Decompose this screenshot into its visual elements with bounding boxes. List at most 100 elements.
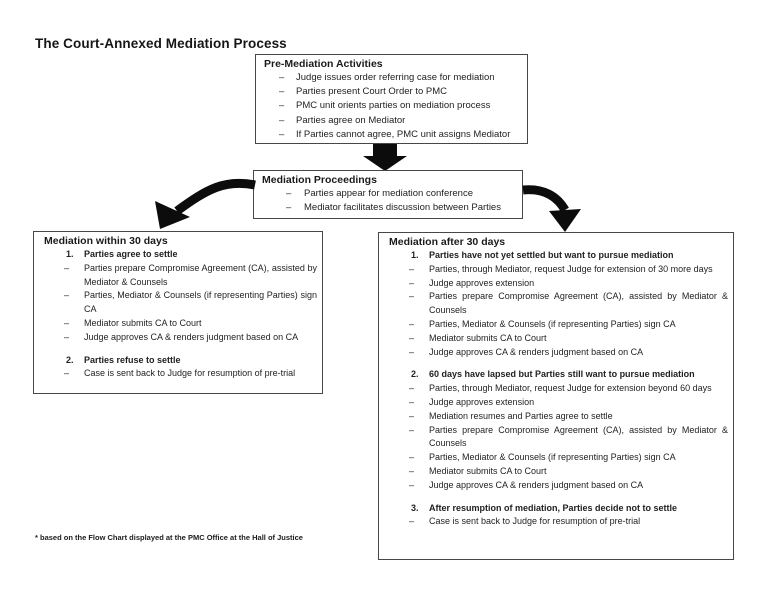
section-title: 1. Parties have not yet settled but want… [379,249,733,263]
down-arrow-icon [363,144,407,171]
dash-marker: – [64,290,70,301]
section-title-text: Parties have not yet settled but want to… [429,250,674,260]
bullet-text: Case is sent back to Judge for resumptio… [429,516,641,527]
section-title-text: Parties refuse to settle [84,354,181,365]
dash-marker: – [64,331,70,342]
bullet-text: Mediation resumes and Parties agree to s… [429,410,613,421]
bullet-item: – Parties, Mediator & Counsels (if repre… [379,451,733,465]
bullet-item: – Judge approves CA & renders judgment b… [34,331,322,345]
curved-arrow-left-icon [155,178,256,229]
dash-marker: – [279,72,285,83]
section-number: 1. [66,249,74,259]
bullet-item: – Parties agree on Mediator [256,114,527,128]
dash-marker: – [286,188,292,199]
bullet-item: – Mediator submits CA to Court [379,332,733,346]
dash-marker: – [409,465,415,476]
bullet-text: PMC unit orients parties on mediation pr… [296,100,491,112]
bullet-item: – Parties appear for mediation conferenc… [254,187,522,201]
bullet-item: – Parties present Court Order to PMC [256,85,527,99]
bullet-item: – PMC unit orients parties on mediation … [256,99,527,113]
dash-marker: – [409,332,415,343]
bullet-item: – Parties, through Mediator, request Jud… [379,263,733,277]
bullet-text: Parties present Court Order to PMC [296,86,447,98]
dash-marker: – [64,368,70,379]
section-title: 1. Parties agree to settle [34,248,322,262]
section-title: 2. 60 days have lapsed but Parties still… [379,368,733,382]
flow-box-pre-mediation: Pre-Mediation Activities – Judge issues … [255,54,528,144]
section-2: 2. Parties refuse to settle – Case is se… [34,354,322,382]
dash-marker: – [64,317,70,328]
bullet-text: Mediator submits CA to Court [429,332,547,343]
bullet-text: Parties prepare Compromise Agreement (CA… [429,291,728,316]
bullet-text: If Parties cannot agree, PMC unit assign… [296,128,511,140]
box-heading: Pre-Mediation Activities [264,58,383,70]
section-number: 2. [66,354,74,365]
bullet-text: Mediator submits CA to Court [84,317,202,328]
bullet-item: – Mediation resumes and Parties agree to… [379,410,733,424]
box-heading: Mediation Proceedings [262,174,377,186]
bullet-text: Judge approves CA & renders judgment bas… [429,479,644,490]
section-title: 3. After resumption of mediation, Partie… [379,502,733,516]
bullet-item: – Mediator submits CA to Court [379,465,733,479]
bullet-text: Parties prepare Compromise Agreement (CA… [429,424,728,449]
section-number: 3. [411,502,419,513]
footnote: * based on the Flow Chart displayed at t… [35,533,303,542]
bullet-item: – Judge approves extension [379,277,733,291]
flow-box-within-30-days: Mediation within 30 days 1. Parties agre… [33,231,323,394]
bullet-text: Parties agree on Mediator [296,114,406,126]
section-number: 1. [411,250,419,260]
bullet-item: – Mediator facilitates discussion betwee… [254,201,522,215]
bullet-text: Judge approves extension [429,277,535,288]
bullet-item: – Parties, Mediator & Counsels (if repre… [379,318,733,332]
dash-marker: – [409,291,415,302]
dash-marker: – [409,410,415,421]
box-heading: Mediation after 30 days [389,236,506,248]
dash-marker: – [409,424,415,435]
section-title-text: After resumption of mediation, Parties d… [429,502,678,513]
section-2: 2. 60 days have lapsed but Parties still… [379,368,733,492]
bullet-item: – Parties, Mediator & Counsels (if repre… [34,289,322,317]
bullet-item: – Judge issues order referring case for … [256,71,527,85]
bullet-item: – Parties prepare Compromise Agreement (… [379,290,733,318]
dash-marker: – [409,318,415,329]
section-1: 1. Parties have not yet settled but want… [379,249,733,359]
bullet-item: – If Parties cannot agree, PMC unit assi… [256,128,527,142]
bullet-text: Judge approves CA & renders judgment bas… [429,346,644,357]
dash-marker: – [409,516,415,527]
bullet-text: Parties, Mediator & Counsels (if represe… [84,290,317,315]
bullet-text: Parties appear for mediation conference [304,188,473,199]
dash-marker: – [279,114,285,126]
curved-arrow-right-icon [522,185,581,232]
flow-box-proceedings: Mediation Proceedings – Parties appear f… [253,170,523,219]
dash-marker: – [409,396,415,407]
dash-marker: – [409,452,415,463]
dash-marker: – [409,277,415,288]
dash-marker: – [409,346,415,357]
dash-marker: – [409,479,415,490]
bullet-text: Judge issues order referring case for me… [296,72,495,83]
bullet-item: – Parties prepare Compromise Agreement (… [34,262,322,290]
bullet-text: Parties, Mediator & Counsels (if represe… [429,452,676,463]
bullet-item: – Parties, through Mediator, request Jud… [379,382,733,396]
dash-marker: – [279,128,285,140]
bullet-text: Judge approves extension [429,396,535,407]
bullet-text: Parties, through Mediator, request Judge… [429,383,712,394]
bullet-item: – Mediator submits CA to Court [34,317,322,331]
dash-marker: – [286,202,292,214]
dash-marker: – [409,383,415,394]
bullet-text: Parties, through Mediator, request Judge… [429,263,713,274]
bullet-text: Parties, Mediator & Counsels (if represe… [429,318,676,329]
section-number: 2. [411,369,419,380]
section-title-text: 60 days have lapsed but Parties still wa… [429,369,695,380]
dash-marker: – [64,262,70,273]
bullet-item: – Case is sent back to Judge for resumpt… [34,367,322,381]
bullet-item: – Judge approves CA & renders judgment b… [379,479,733,493]
bullet-item: – Parties prepare Compromise Agreement (… [379,424,733,452]
section-title: 2. Parties refuse to settle [34,354,322,368]
dash-marker: – [279,86,285,98]
dash-marker: – [279,100,285,112]
bullet-item: – Judge approves extension [379,396,733,410]
bullet-text: Mediator submits CA to Court [429,465,547,476]
box-heading: Mediation within 30 days [44,235,168,247]
